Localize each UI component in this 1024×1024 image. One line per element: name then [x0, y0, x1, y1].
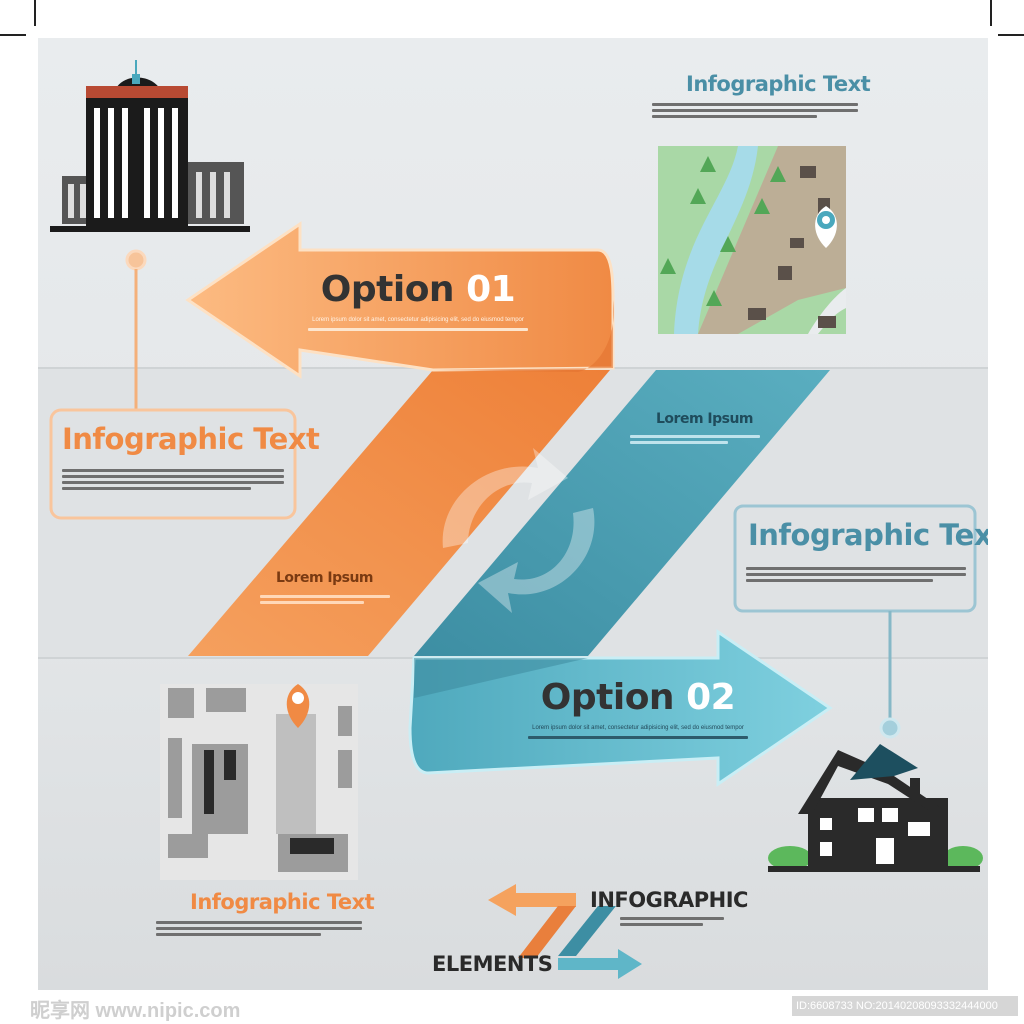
crop-mark — [998, 34, 1024, 36]
option-01-number: 01 — [466, 269, 516, 310]
info-lines-right — [746, 564, 966, 585]
info-title-right: Infographic Text — [748, 518, 988, 552]
info-lines-left — [62, 466, 284, 493]
watermark-left: 昵享网 www.nipic.com — [30, 1000, 241, 1022]
option-02-number: 02 — [686, 677, 736, 718]
recycle-arrows-icon — [442, 448, 595, 613]
house-icon — [768, 744, 983, 872]
logo-infographic-text: INFOGRAPHIC — [590, 888, 748, 912]
map-pin-icon — [815, 206, 837, 248]
infographic-canvas: Option 01 Lorem ipsum dolor sit amet, co… — [38, 38, 988, 990]
info-box-right — [733, 504, 977, 613]
lorem-blue-lines — [630, 432, 760, 447]
logo-elements-text: ELEMENTS — [432, 952, 553, 976]
connector-dot — [125, 249, 147, 271]
watermark-right: ID:6608733 NO:20140208093332444000 — [792, 996, 1018, 1016]
lorem-blue-title: Lorem Ipsum — [656, 411, 754, 427]
city-map-icon — [658, 146, 846, 334]
crop-mark — [0, 34, 26, 36]
connector-dot — [879, 717, 901, 739]
office-building-icon — [50, 60, 250, 232]
option-02-block: Option 02 Lorem ipsum dolor sit amet, co… — [478, 678, 798, 742]
option-01-body: Lorem ipsum dolor sit amet, consectetur … — [312, 317, 524, 323]
option-01-body-lines — [258, 328, 578, 331]
logo-z-arrows — [488, 884, 642, 979]
info-title-top-right: Infographic Text — [686, 72, 871, 96]
orange-diagonal-band — [188, 370, 610, 656]
crop-mark — [34, 0, 36, 26]
info-lines-bottom — [156, 918, 362, 939]
option-02-body: Lorem ipsum dolor sit amet, consectetur … — [532, 725, 744, 731]
option-02-label: Option — [540, 677, 675, 718]
logo-lines — [620, 914, 724, 929]
option-01-arrow — [185, 221, 615, 379]
info-title-left: Infographic Text — [62, 422, 320, 456]
option-01-block: Option 01 Lorem ipsum dolor sit amet, co… — [258, 270, 578, 334]
option-01-label: Option — [320, 269, 455, 310]
option-02-body-lines — [478, 736, 798, 739]
info-lines-top-right — [652, 100, 858, 121]
option-02-arrow — [408, 629, 833, 787]
info-title-bottom: Infographic Text — [190, 890, 375, 914]
street-map-icon — [160, 684, 358, 880]
lorem-orange-lines — [260, 592, 390, 607]
info-box-left — [49, 408, 297, 520]
infographic-art — [38, 60, 988, 979]
crop-mark — [990, 0, 992, 26]
lorem-orange-title: Lorem Ipsum — [276, 570, 374, 586]
